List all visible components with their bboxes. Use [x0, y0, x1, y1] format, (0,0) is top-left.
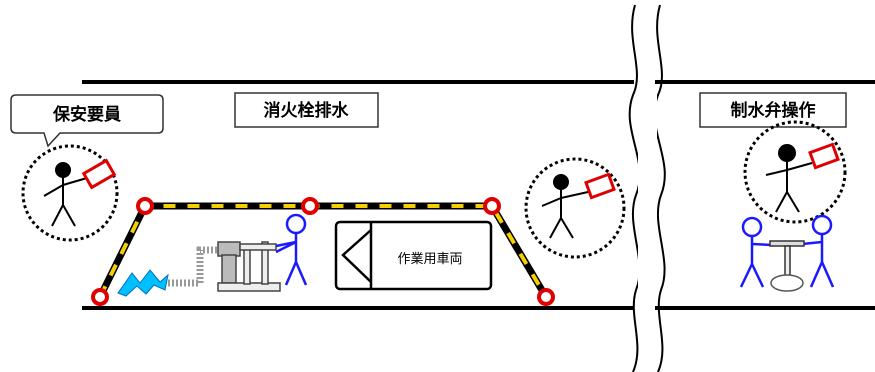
road	[82, 80, 875, 310]
red-flag	[808, 142, 840, 170]
hydrant-drain-label: 消火栓排水	[264, 100, 350, 121]
barrier-post	[136, 197, 154, 215]
valve-operation-label: 制水弁操作	[731, 100, 816, 121]
red-flag	[81, 158, 117, 190]
security-staff-label: 保安要員	[52, 104, 121, 125]
valve-key	[769, 240, 805, 292]
security-staff-callout: 保安要員	[10, 94, 164, 148]
road-break-lines	[628, 4, 666, 372]
work-vehicle-label: 作業用車両	[397, 251, 462, 267]
valve-operation-box: 制水弁操作	[699, 92, 847, 128]
road-break-gap	[638, 84, 657, 306]
road-top-edge-left	[82, 80, 634, 84]
barrier-post	[91, 288, 109, 306]
barrier-post	[537, 288, 555, 306]
barrier-post	[483, 197, 501, 215]
flagman-left	[21, 144, 119, 242]
dotted-circle	[743, 120, 847, 224]
road-bottom-edge-left	[82, 306, 634, 310]
worker-valve-right	[801, 214, 835, 288]
road-bottom-edge-right	[655, 306, 875, 310]
barrier-post	[301, 197, 319, 215]
fire-hydrant	[217, 241, 281, 292]
flagman-right	[743, 120, 847, 224]
worker-valve-left	[739, 216, 773, 288]
worker-hydrant	[275, 213, 308, 286]
hydrant-drain-box: 消火栓排水	[234, 92, 379, 128]
dotted-circle	[524, 157, 626, 259]
work-vehicle: 作業用車両	[334, 220, 493, 291]
red-flag	[584, 172, 616, 200]
flagman-middle	[524, 157, 626, 259]
safety-barrier	[91, 197, 555, 306]
water-discharge	[117, 269, 169, 297]
drain-hose	[168, 246, 218, 287]
dotted-circle	[21, 144, 119, 242]
road-top-edge-right	[655, 80, 875, 84]
